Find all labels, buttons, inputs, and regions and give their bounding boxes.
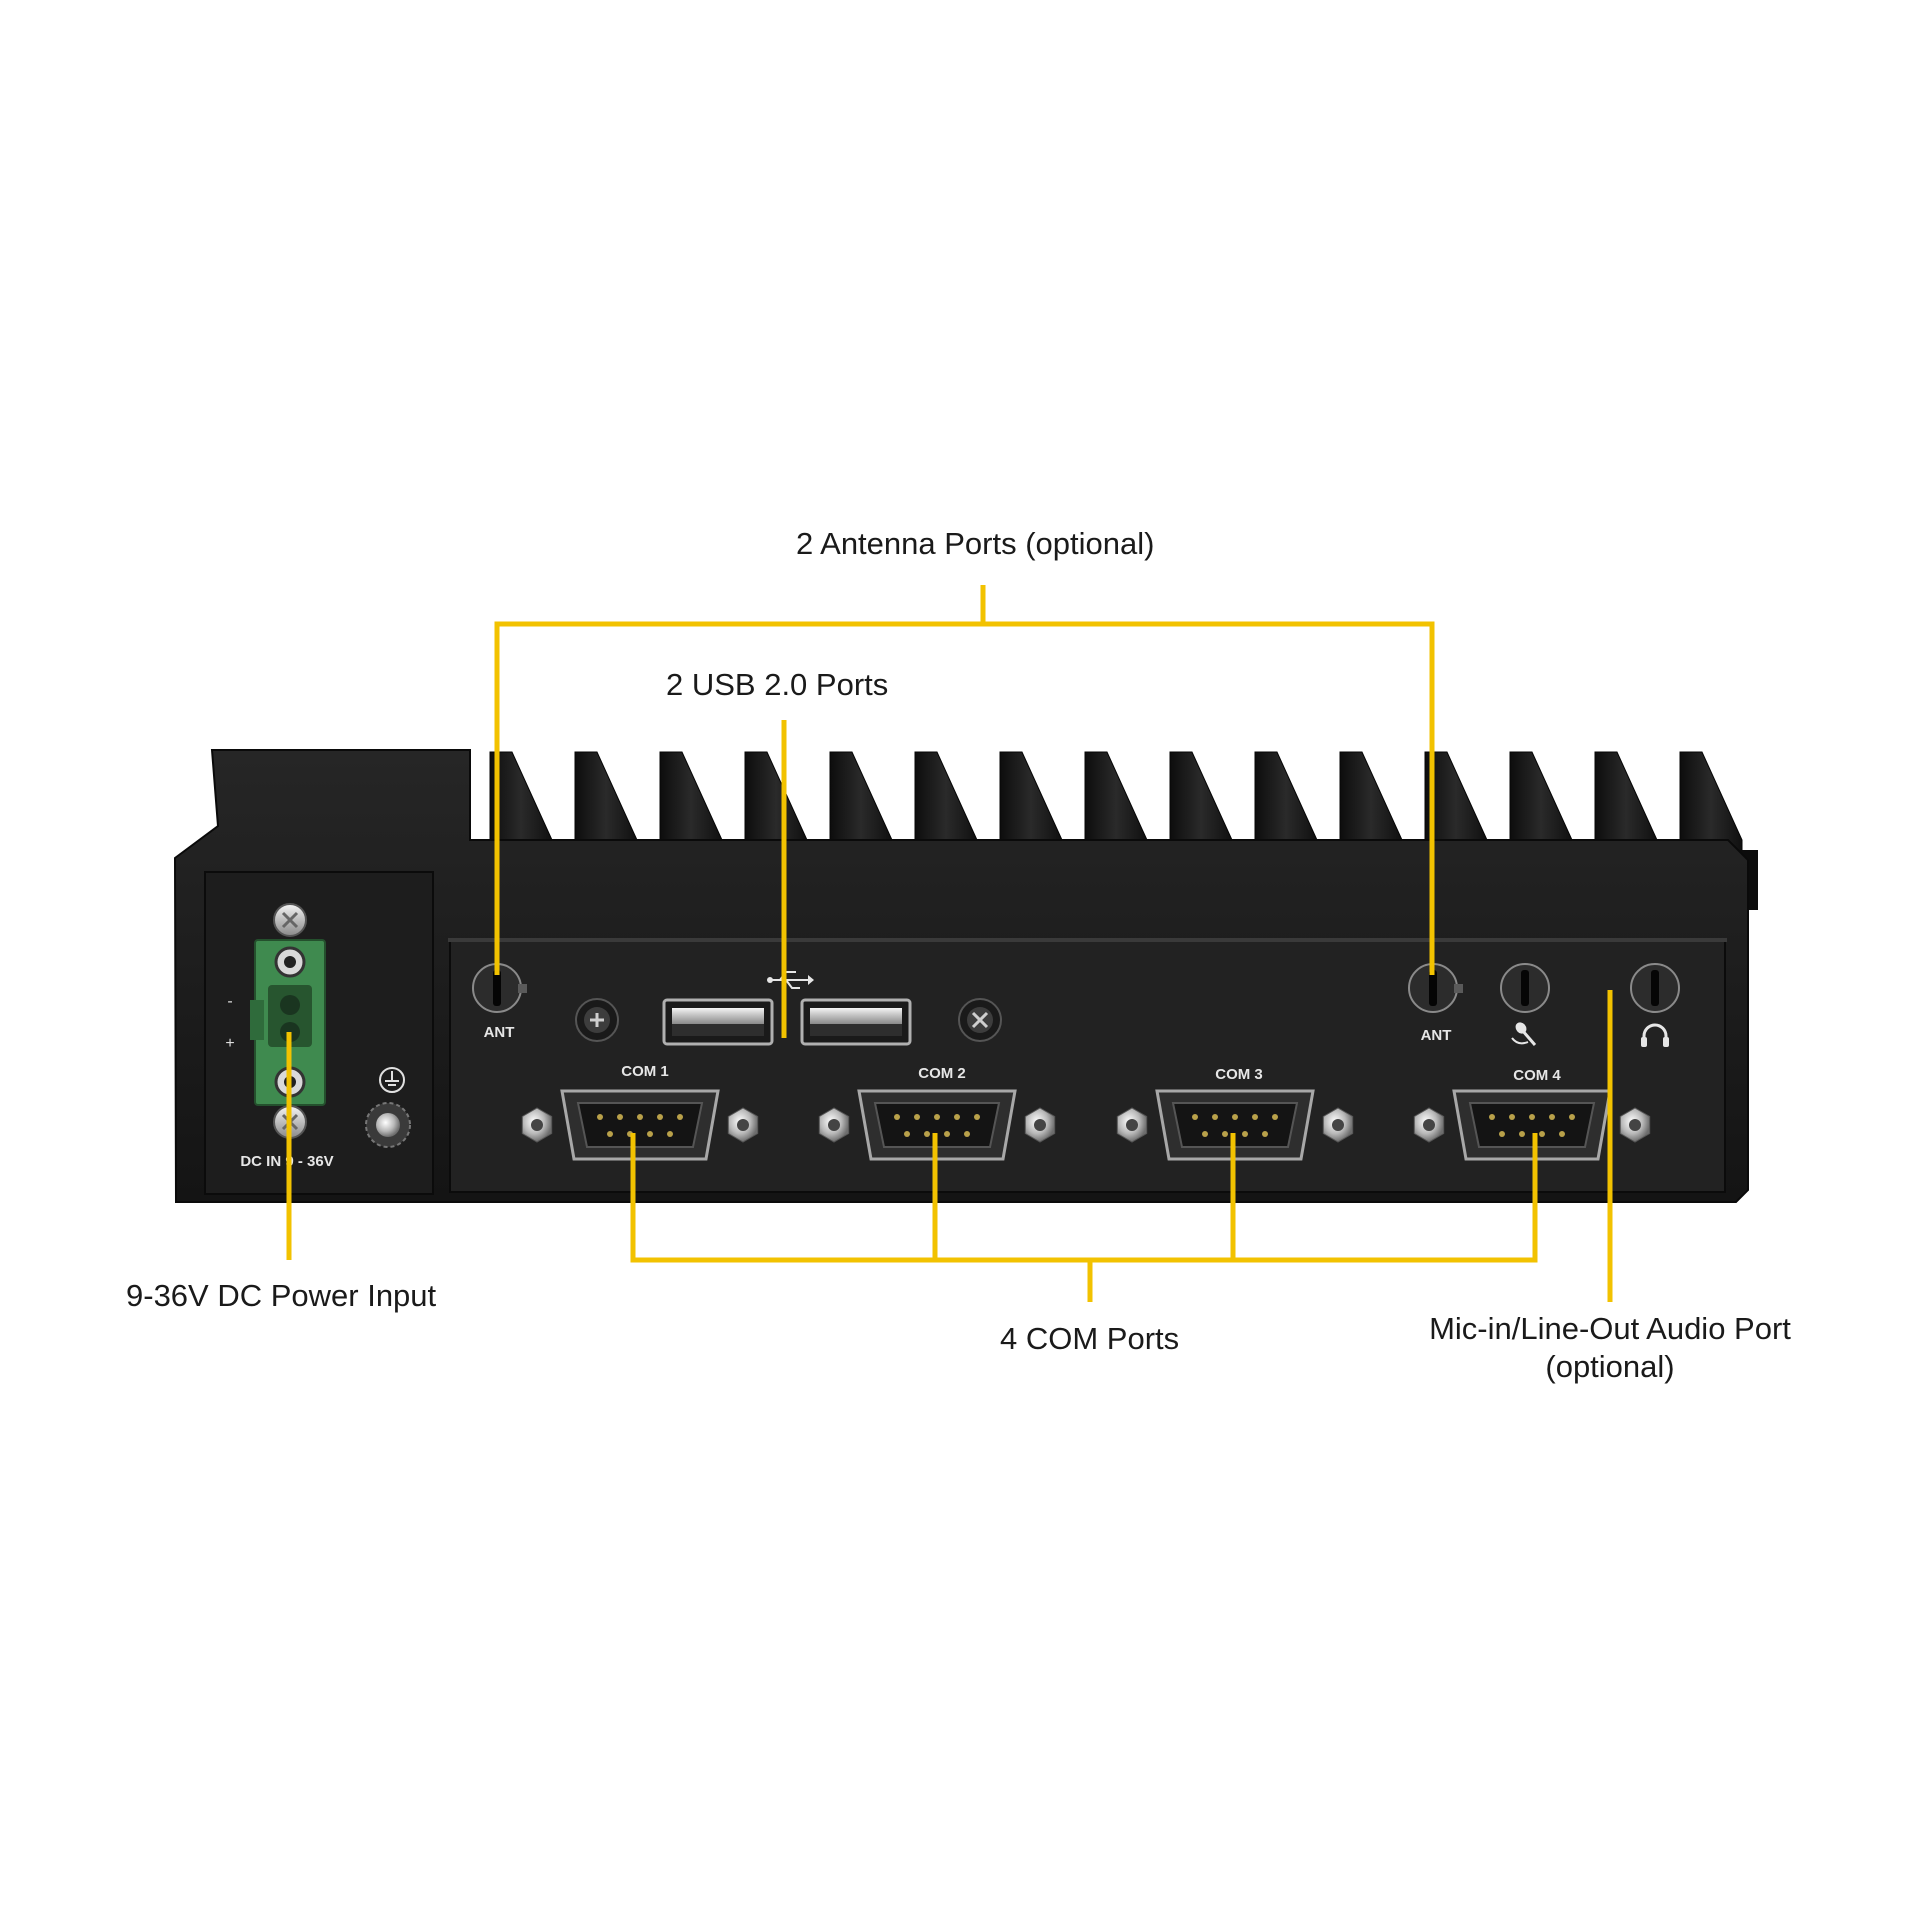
com-pin [667, 1131, 673, 1137]
com-pin [1272, 1114, 1278, 1120]
com-pin [1222, 1131, 1228, 1137]
com-pin [677, 1114, 683, 1120]
com-pin [1252, 1114, 1258, 1120]
com-pin [1192, 1114, 1198, 1120]
com-pin [1519, 1131, 1525, 1137]
com-pin [1232, 1114, 1238, 1120]
com4-label: COM 4 [1513, 1067, 1561, 1084]
com-nut-hole [1034, 1119, 1046, 1131]
polarity-plus-label: + [225, 1035, 234, 1052]
polarity-minus-label: - [227, 993, 232, 1010]
audio-callout: Mic-in/Line-Out Audio Port (optional) [1410, 1310, 1810, 1386]
com1-label: COM 1 [621, 1063, 669, 1080]
com2-label: COM 2 [918, 1065, 966, 1082]
com-port-2[interactable] [818, 1089, 1056, 1161]
com-pin [1559, 1131, 1565, 1137]
com-pin [1499, 1131, 1505, 1137]
com-pin [1262, 1131, 1268, 1137]
callout-leader-lines [286, 585, 1613, 1302]
com-pin [597, 1114, 603, 1120]
com-pin [964, 1131, 970, 1137]
com-pin [647, 1131, 653, 1137]
com-pin [914, 1114, 920, 1120]
usb-callout: 2 USB 2.0 Ports [666, 667, 889, 702]
com-port-4[interactable] [1413, 1089, 1651, 1161]
com-pin [904, 1131, 910, 1137]
power-callout: 9-36V DC Power Input [126, 1278, 437, 1313]
com-nut-hole [1332, 1119, 1344, 1131]
com-pin [1539, 1131, 1545, 1137]
com-pin [924, 1131, 930, 1137]
line-out-jack[interactable] [1630, 963, 1680, 1013]
com-nut-hole [531, 1119, 543, 1131]
com-pin [1242, 1131, 1248, 1137]
com-pin [944, 1131, 950, 1137]
usb-port-2[interactable] [800, 998, 912, 1046]
com-port-1[interactable] [521, 1089, 759, 1161]
com-pin [1202, 1131, 1208, 1137]
com-pin [657, 1114, 663, 1120]
com-pin [1529, 1114, 1535, 1120]
ant-right-label: ANT [1421, 1027, 1452, 1044]
com-nut-hole [737, 1119, 749, 1131]
com-nut-hole [1629, 1119, 1641, 1131]
com-pin [894, 1114, 900, 1120]
com-pin [934, 1114, 940, 1120]
ground-screw[interactable] [365, 1102, 411, 1148]
antenna-port-right[interactable] [1408, 963, 1463, 1013]
com-pin [1489, 1114, 1495, 1120]
usb-port-1[interactable] [662, 998, 774, 1046]
com-callout: 4 COM Ports [1000, 1321, 1180, 1356]
usb-mount-screw-left [575, 998, 619, 1042]
com-nut-hole [828, 1119, 840, 1131]
com-nut-hole [1126, 1119, 1138, 1131]
com-pin [954, 1114, 960, 1120]
audio-callout-line2: (optional) [1545, 1349, 1675, 1384]
microphone-icon [1511, 1022, 1537, 1046]
com-ports-group [521, 1089, 1651, 1161]
com-pin [1549, 1114, 1555, 1120]
antenna-leader-line [494, 621, 1435, 975]
com-pin [607, 1131, 613, 1137]
com-pin [1212, 1114, 1218, 1120]
com-pin [637, 1114, 643, 1120]
ant-left-label: ANT [484, 1024, 515, 1041]
mic-in-jack[interactable] [1500, 963, 1550, 1013]
com-leader-line [630, 1133, 1538, 1263]
com-pin [1509, 1114, 1515, 1120]
usb-mount-screw-right [958, 998, 1002, 1042]
com-pin [974, 1114, 980, 1120]
com-connector-insert [576, 1102, 704, 1148]
dc-power-terminal-block[interactable] [250, 903, 326, 1139]
headphone-icon [1641, 1023, 1669, 1047]
com-pin [1569, 1114, 1575, 1120]
com-pin [617, 1114, 623, 1120]
ground-icon [379, 1067, 405, 1093]
com-connector-insert [1468, 1102, 1596, 1148]
antenna-callout: 2 Antenna Ports (optional) [796, 526, 1155, 561]
com3-label: COM 3 [1215, 1066, 1263, 1083]
com-port-3[interactable] [1116, 1089, 1354, 1161]
audio-callout-line1: Mic-in/Line-Out Audio Port [1429, 1311, 1791, 1346]
com-nut-hole [1423, 1119, 1435, 1131]
